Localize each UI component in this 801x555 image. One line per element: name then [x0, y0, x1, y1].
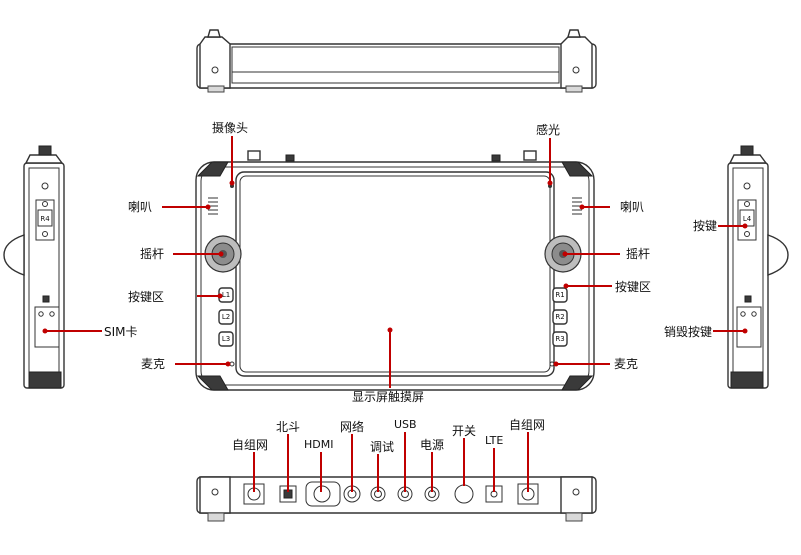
label-light-sensor: 感光: [536, 123, 561, 137]
key-r3: R3: [555, 335, 565, 343]
label-lte: LTE: [485, 434, 504, 447]
label-beidou: 北斗: [276, 420, 301, 434]
label-side-key: 按键: [693, 219, 718, 233]
label-usb: USB: [394, 418, 417, 431]
label-destroy-key: 销毁按键: [664, 325, 713, 339]
side-key-r4: R4: [40, 215, 50, 223]
label-key-area-right: 按键区: [615, 280, 652, 294]
right-side-view: [727, 145, 789, 389]
left-side-view: [3, 145, 65, 389]
bottom-view: [196, 476, 597, 522]
label-sim-card: SIM卡: [104, 325, 138, 339]
label-joystick-right: 摇杆: [626, 247, 651, 261]
label-mic-left: 麦克: [141, 357, 166, 371]
key-l2: L2: [221, 313, 231, 321]
key-l3: L3: [221, 335, 231, 343]
label-switch: 开关: [452, 424, 477, 438]
label-joystick-left: 摇杆: [140, 247, 165, 261]
label-key-area-left: 按键区: [128, 290, 165, 304]
callout-dots: [42, 180, 748, 367]
label-camera: 摄像头: [212, 121, 249, 135]
front-view: [195, 150, 595, 391]
label-mic-right: 麦克: [614, 357, 639, 371]
top-view: [196, 29, 597, 93]
side-key-l4: L4: [742, 215, 752, 223]
label-power: 电源: [420, 438, 445, 452]
label-debug: 调试: [370, 440, 395, 454]
label-hdmi: HDMI: [304, 438, 334, 451]
label-speaker-right: 喇叭: [620, 200, 645, 214]
label-touch-screen: 显示屏触摸屏: [352, 390, 425, 404]
label-network: 网络: [340, 420, 365, 434]
key-l1: L1: [221, 291, 231, 299]
callout-lines: [45, 136, 745, 492]
label-adhoc-left: 自组网: [232, 438, 269, 452]
key-r2: R2: [555, 313, 565, 321]
label-adhoc-right: 自组网: [509, 418, 546, 432]
label-speaker-left: 喇叭: [128, 200, 153, 214]
key-r1: R1: [555, 291, 565, 299]
